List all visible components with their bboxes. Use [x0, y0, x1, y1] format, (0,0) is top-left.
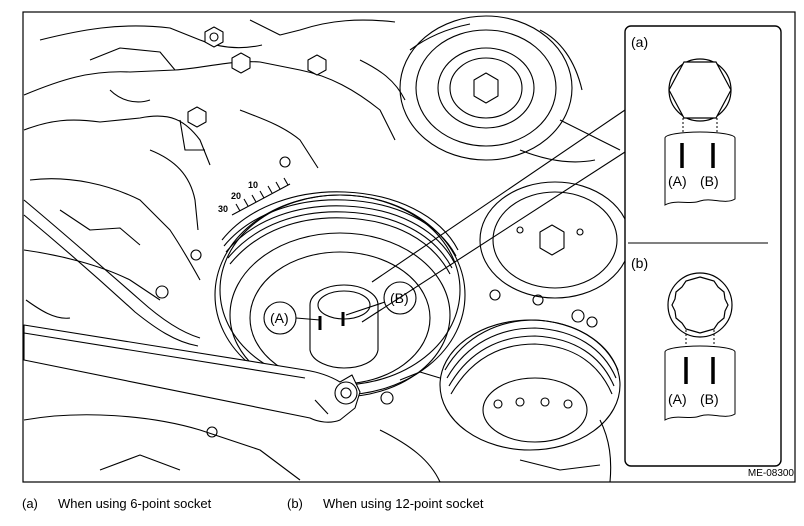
caption-a-text: When using 6-point socket: [58, 496, 212, 511]
inset-b-mark-a: (A): [668, 391, 687, 407]
inset-a-mark-a: (A): [668, 173, 687, 189]
lower-housing: [23, 371, 612, 482]
crank-pulley: [214, 191, 466, 398]
inset-b-12-point-socket: (b) (A) (B): [631, 255, 736, 421]
support-rod: [23, 199, 201, 347]
figure-code: ME-08300: [747, 468, 794, 479]
inset-a-mark-b: (B): [700, 173, 719, 189]
hex-opening-icon: [668, 61, 732, 119]
twelve-point-opening-icon: [671, 276, 729, 334]
idler-pulley: [399, 15, 621, 163]
engine-block-outline: [23, 19, 406, 319]
caption-b: (b) When using 12-point socket: [287, 496, 483, 511]
timing-scale: [231, 177, 291, 216]
caption-b-key: (b): [287, 496, 303, 511]
caption-a-key: (a): [22, 496, 38, 511]
inset-b-tag: (b): [631, 255, 648, 271]
inset-a-6-point-socket: (a) (A) (B): [631, 34, 736, 206]
inset-panel: (a) (A) (B) (b) (A) (B): [624, 25, 782, 467]
scale-10: 10: [248, 180, 258, 190]
callout-a-leader: [295, 317, 321, 321]
caption-a: (a) When using 6-point socket: [22, 496, 211, 511]
scale-30: 30: [218, 204, 228, 214]
callout-b-label: (B): [390, 290, 409, 306]
callout-a-label: (A): [270, 310, 289, 326]
scale-20: 20: [231, 191, 241, 201]
breaker-bar: [23, 324, 361, 423]
callout-b-leader: [345, 301, 386, 316]
caption-b-text: When using 12-point socket: [323, 496, 484, 511]
lower-pulley: [439, 319, 621, 451]
water-pump-pulley: [479, 181, 631, 299]
inset-b-mark-b: (B): [700, 391, 719, 407]
zoom-line-upper: [371, 109, 626, 283]
bolt-heads: [155, 26, 598, 438]
inset-a-tag: (a): [631, 34, 648, 50]
caption-legend: (a) When using 6-point socket (b) When usi…: [22, 496, 782, 516]
zoom-line-lower: [361, 151, 626, 323]
